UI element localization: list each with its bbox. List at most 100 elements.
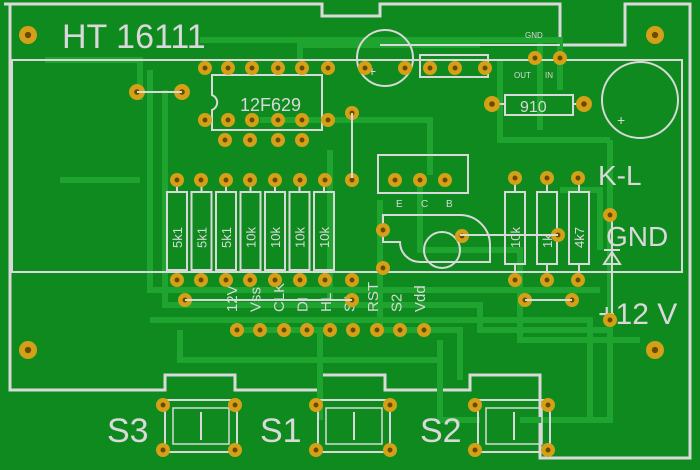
- pad-hole: [281, 327, 287, 333]
- svg-text:+: +: [617, 112, 625, 128]
- resistor-value: 4k7: [572, 227, 587, 248]
- chip-label: 12F629: [240, 95, 301, 115]
- header-pin-label: Vdd: [412, 285, 429, 312]
- pad-hole: [232, 402, 238, 408]
- svg-text:+: +: [368, 63, 376, 79]
- svg-text:E: E: [396, 199, 403, 210]
- pad-hole: [249, 117, 255, 123]
- svg-text:B: B: [446, 199, 453, 210]
- pad-hole: [545, 447, 551, 453]
- pad-hole: [322, 277, 328, 283]
- pad-hole: [325, 65, 331, 71]
- pad-hole: [380, 265, 386, 271]
- pad-hole: [198, 177, 204, 183]
- pad-hole: [452, 65, 458, 71]
- label-kl: K-L: [598, 160, 642, 191]
- pad-hole: [225, 65, 231, 71]
- pad-hole: [512, 175, 518, 181]
- pad-hole: [374, 327, 380, 333]
- pad-hole: [275, 117, 281, 123]
- pad-hole: [472, 402, 478, 408]
- svg-text:910: 910: [520, 99, 547, 116]
- pic-chip: 12F629: [211, 74, 323, 131]
- pad-hole: [313, 447, 319, 453]
- resistor-right-0: 10k: [504, 180, 526, 278]
- pad-hole: [299, 65, 305, 71]
- display-outline: [11, 59, 683, 273]
- pad-hole: [257, 327, 263, 333]
- pad-hole: [545, 402, 551, 408]
- pad-hole: [232, 447, 238, 453]
- pad-hole: [532, 55, 538, 61]
- pad-hole: [247, 177, 253, 183]
- pad-hole: [421, 327, 427, 333]
- pad-hole: [160, 402, 166, 408]
- pad-hole: [325, 117, 331, 123]
- pad-hole: [392, 177, 398, 183]
- pad-hole: [387, 447, 393, 453]
- resistor-value: 5k1: [219, 227, 234, 248]
- capacitor-small: +: [356, 29, 414, 87]
- svg-text:GND: GND: [525, 31, 543, 40]
- svg-text:OUT: OUT: [514, 71, 531, 80]
- pad-hole: [575, 277, 581, 283]
- resistor-value: 10k: [244, 227, 259, 248]
- resistor-value: 10k: [268, 227, 283, 248]
- pad-hole: [174, 277, 180, 283]
- pad-hole: [544, 175, 550, 181]
- switch-label: S3: [107, 412, 149, 450]
- pad-hole: [225, 117, 231, 123]
- pad-hole: [299, 117, 305, 123]
- pad-hole: [313, 402, 319, 408]
- pad-hole: [160, 447, 166, 453]
- pad-hole: [272, 177, 278, 183]
- pad-hole: [397, 327, 403, 333]
- pad-hole: [349, 177, 355, 183]
- pad-hole: [442, 177, 448, 183]
- header-pin-label: HL: [318, 293, 335, 312]
- buzzer-footprint: [382, 214, 491, 269]
- header-pin-label: S2: [389, 294, 406, 312]
- pad-hole: [299, 137, 305, 143]
- resistor-value: 10k: [317, 227, 332, 248]
- pad-hole: [249, 65, 255, 71]
- pad-hole: [275, 65, 281, 71]
- pad-hole: [223, 177, 229, 183]
- switch-s2[interactable]: S2: [420, 399, 551, 453]
- pad-hole: [651, 31, 659, 39]
- pad-hole: [362, 65, 368, 71]
- pad-hole: [380, 227, 386, 233]
- switch-s3[interactable]: S3: [107, 399, 238, 453]
- pad-hole: [223, 277, 229, 283]
- header-pin-label: 12V: [224, 285, 241, 312]
- pad-hole: [327, 327, 333, 333]
- switch-s1[interactable]: S1: [260, 399, 391, 453]
- pad-hole: [198, 277, 204, 283]
- pad-hole: [472, 447, 478, 453]
- pad-hole: [607, 317, 613, 323]
- pad-hole: [247, 137, 253, 143]
- svg-text:IN: IN: [545, 71, 553, 80]
- pad-hole: [402, 65, 408, 71]
- solder-pads: [19, 26, 664, 457]
- resistor-value: 10k: [293, 227, 308, 248]
- pad-hole: [304, 327, 310, 333]
- svg-text:C: C: [421, 199, 428, 210]
- led-symbol: [602, 215, 622, 320]
- pad-hole: [350, 327, 356, 333]
- label-gnd: GND: [606, 221, 668, 252]
- pad-hole: [557, 55, 563, 61]
- pad-hole: [581, 101, 587, 107]
- pad-hole: [544, 277, 550, 283]
- pad-hole: [247, 277, 253, 283]
- pad-hole: [297, 277, 303, 283]
- resistor-value: 5k1: [170, 227, 185, 248]
- resistor-value: 1k: [540, 234, 555, 248]
- pad-hole: [234, 327, 240, 333]
- resistor-6: 10k: [313, 180, 335, 280]
- board-outline: [4, 2, 692, 460]
- pad-hole: [272, 277, 278, 283]
- resistor-4: 10k: [264, 180, 286, 280]
